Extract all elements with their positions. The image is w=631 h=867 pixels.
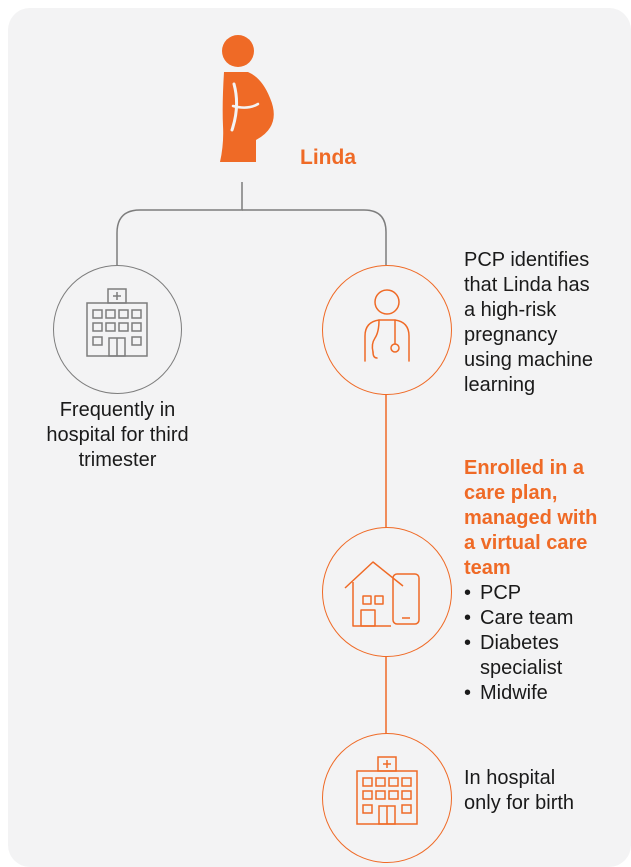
caption-line: hospital for third (46, 424, 189, 446)
title-line: managed with (464, 507, 598, 529)
step-doctor-node (322, 265, 452, 395)
text-line: a high-risk (464, 299, 557, 321)
list-item: Care team (464, 606, 629, 631)
step-2-text: Enrolled in a care plan, managed with a … (464, 456, 629, 706)
text-line: only for birth (464, 792, 575, 814)
step-virtual-care-node (322, 527, 452, 657)
title-line: care plan, (464, 482, 558, 504)
title-line: Enrolled in a (464, 457, 585, 479)
doctor-stethoscope-icon (364, 289, 410, 362)
step-1-text: PCP identifies that Linda has a high-ris… (464, 248, 593, 398)
title-line: team (464, 557, 511, 579)
step-2-title: Enrolled in a care plan, managed with a … (464, 456, 629, 581)
hospital-building-icon (356, 756, 418, 825)
list-item: Diabetes specialist (464, 631, 590, 681)
text-line: that Linda has (464, 274, 590, 296)
left-hospital-node (53, 265, 182, 394)
persona-name: Linda (300, 146, 356, 169)
hospital-building-icon (86, 288, 148, 357)
text-line: PCP identifies (464, 249, 590, 271)
care-team-list: PCP Care team Diabetes specialist Midwif… (464, 581, 629, 706)
step-birth-hospital-node (322, 733, 452, 863)
home-and-phone-icon (344, 561, 420, 627)
diagram-panel (8, 8, 631, 867)
list-item: Midwife (464, 681, 629, 706)
pregnant-woman-icon (220, 35, 274, 162)
caption-line: Frequently in (59, 399, 176, 421)
caption-line: trimester (78, 449, 157, 471)
list-item: PCP (464, 581, 629, 606)
text-line: using machine (464, 349, 593, 371)
left-caption: Frequently in hospital for third trimest… (40, 398, 195, 473)
step-3-text: In hospital only for birth (464, 766, 574, 816)
text-line: pregnancy (464, 324, 558, 346)
title-line: a virtual care (464, 532, 588, 554)
text-line: learning (464, 374, 536, 396)
text-line: In hospital (464, 767, 556, 789)
